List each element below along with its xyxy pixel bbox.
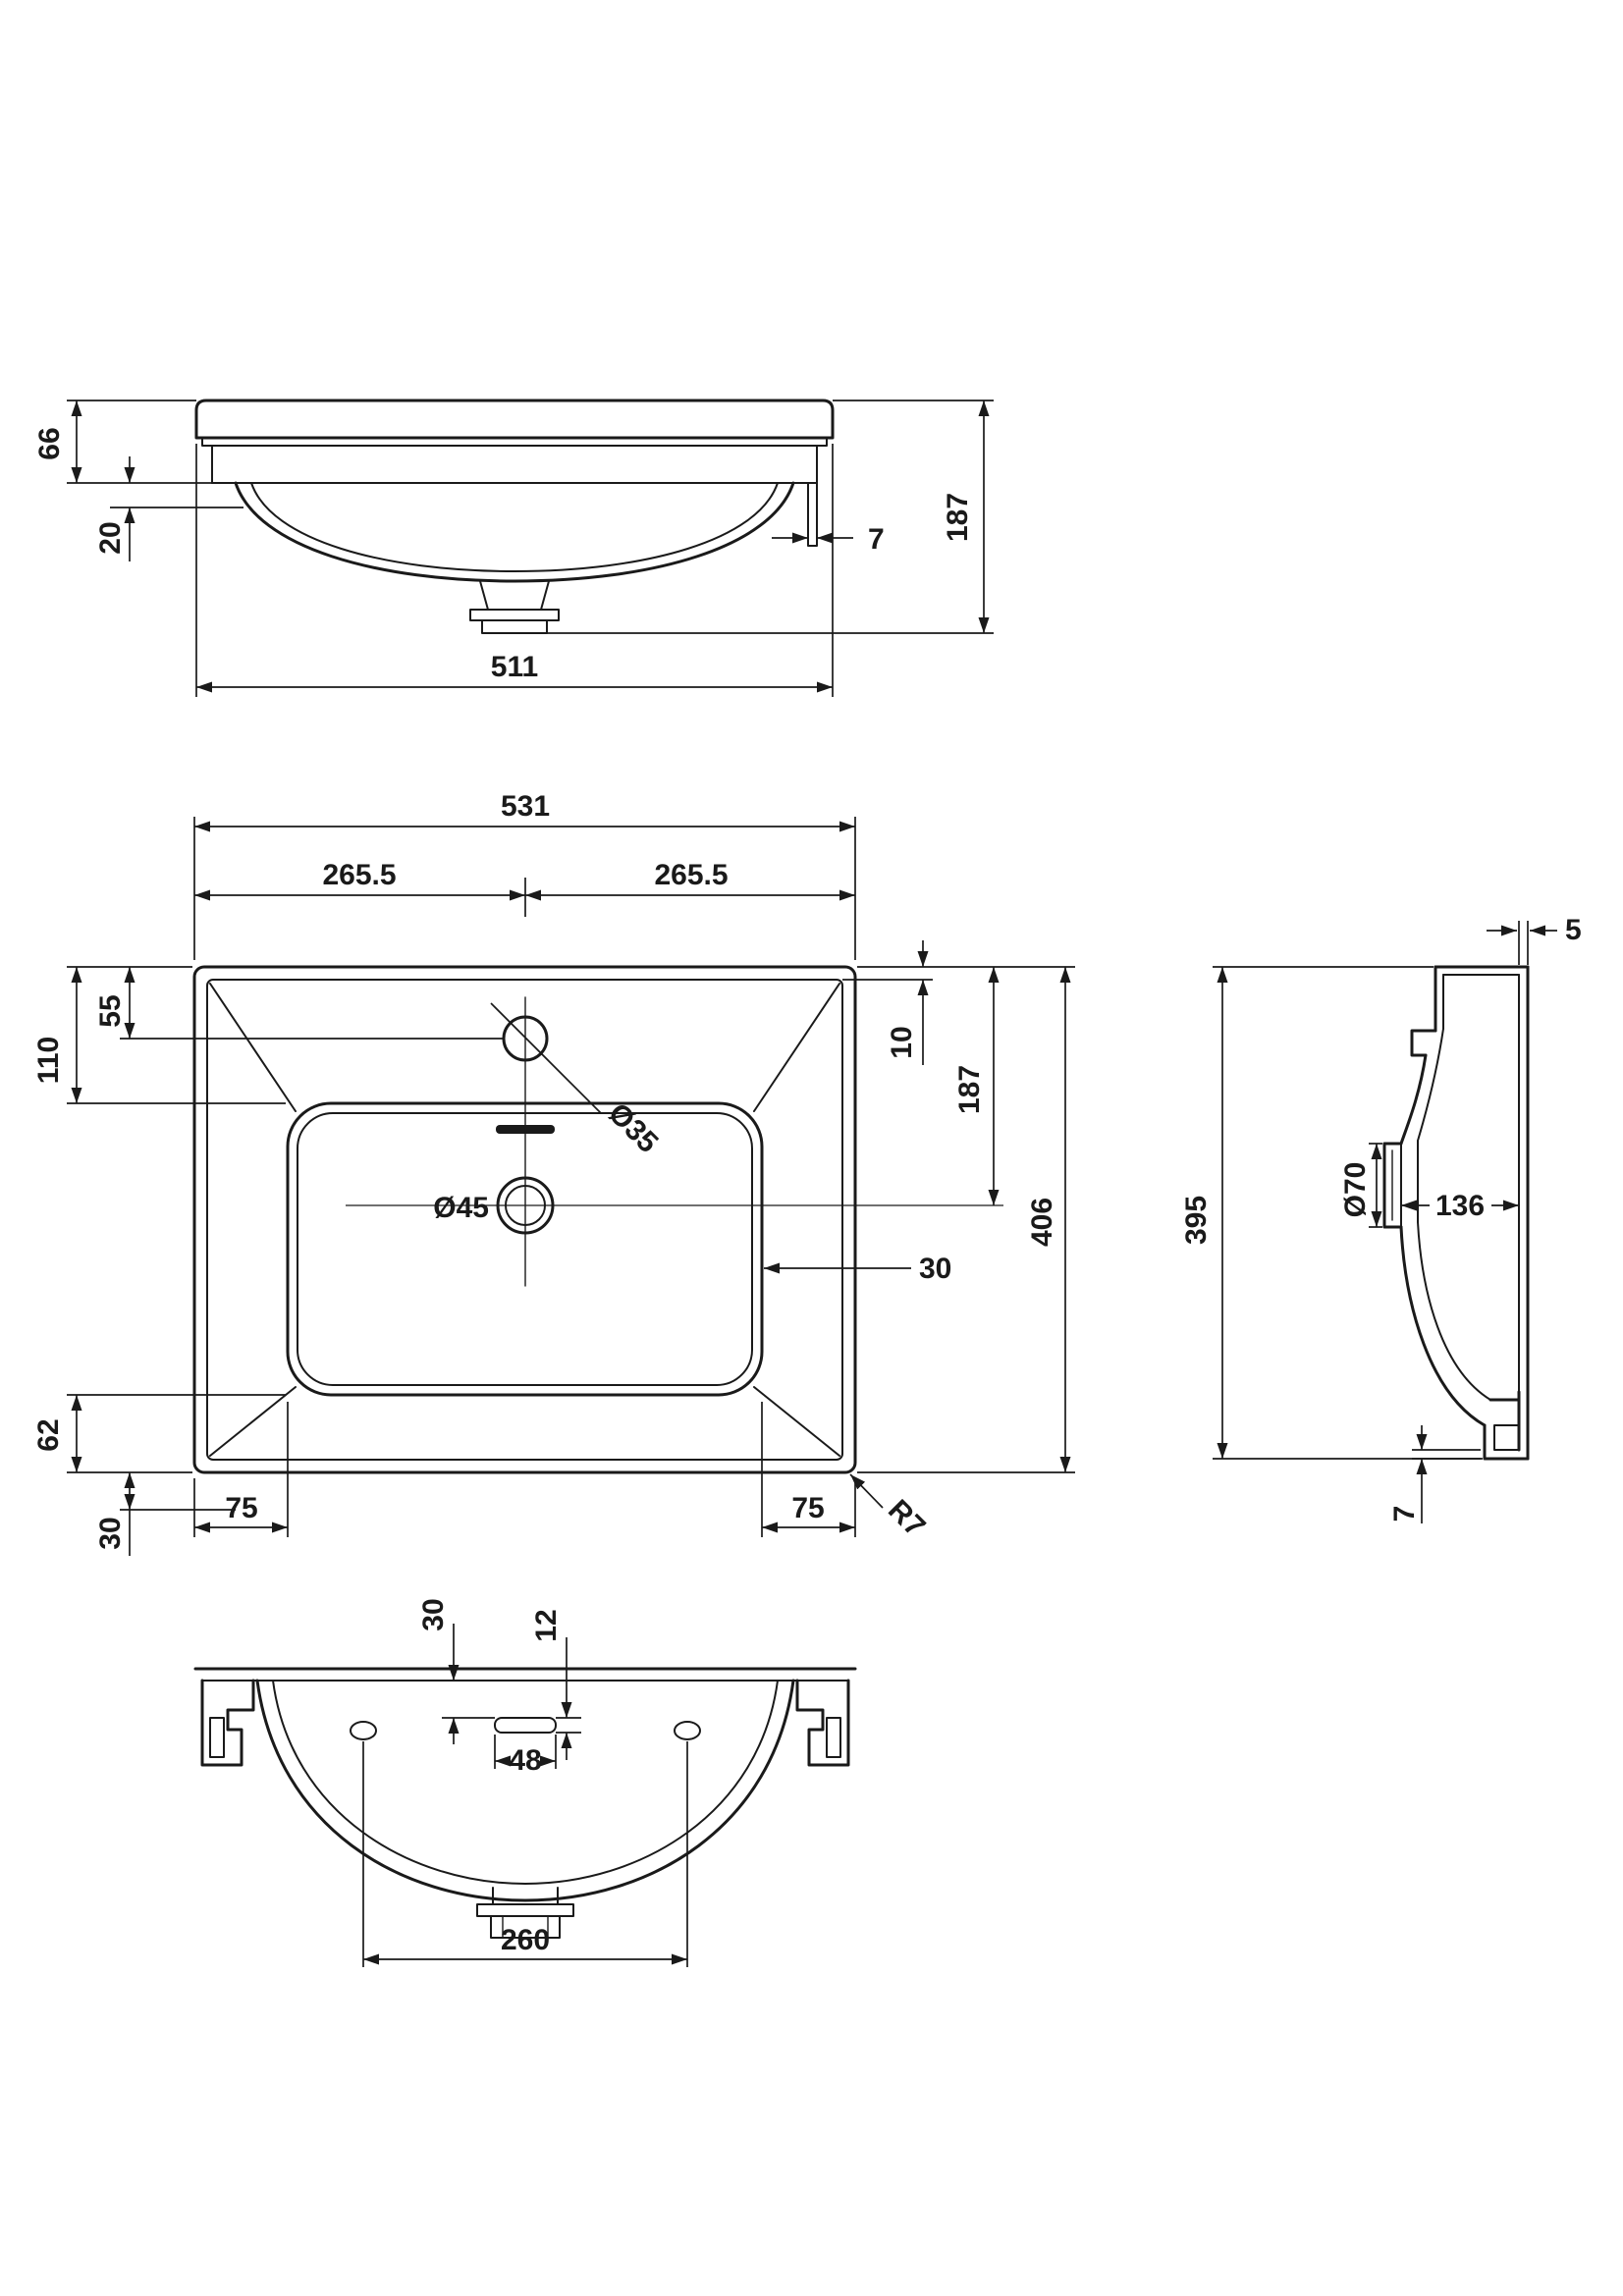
- dim-side-top-wall: 5: [1565, 914, 1582, 946]
- dim-front-wall: 7: [868, 523, 885, 556]
- front-view-outline-shape: [469, 609, 560, 621]
- dim-plan-center-left: 265.5: [322, 859, 396, 891]
- bottom-view-outline-shape: [200, 1679, 255, 1767]
- bottom-view-outline-shape: [492, 1887, 559, 1905]
- dim-plan-corner-radius: R7: [882, 1494, 931, 1543]
- dim-plan-bowl-bottom: 62: [32, 1418, 65, 1451]
- dim-bottom-slot-height: 12: [530, 1609, 563, 1641]
- bottom-view-outline-shape: [826, 1717, 841, 1758]
- side-view-outline-shape: [1399, 1053, 1428, 1146]
- side-view-outline-shape: [1410, 1029, 1437, 1057]
- dim-bottom-slot-offset: 30: [417, 1598, 450, 1630]
- front-view-outline-shape: [807, 482, 818, 547]
- plan-view-outline-shape: [192, 965, 857, 1474]
- dim-side-height: 395: [1180, 1196, 1213, 1245]
- front-view-outline-shape: [479, 580, 550, 611]
- dim-side-overflow-dia: Ø70: [1339, 1162, 1372, 1218]
- front-view-outline-shape: [234, 481, 795, 583]
- side-view-outline-shape: [1483, 1390, 1530, 1461]
- dim-plan-overflow-offset: 110: [32, 1037, 65, 1084]
- side-view-dimensions: 5 395 Ø70 136 7: [1180, 914, 1582, 1523]
- plan-view-outline-shape: [209, 983, 840, 1457]
- dim-front-lip: 20: [94, 521, 127, 554]
- dim-plan-bottom-rim: 30: [94, 1517, 127, 1549]
- dim-plan-waste-center: 187: [953, 1065, 986, 1114]
- side-view-outline-shape: [1382, 1142, 1403, 1229]
- side-view-outline-shape: [1417, 1221, 1491, 1401]
- plan-view-dimensions: 531 265.5 265.5 110 55 10 187 406: [32, 790, 1075, 1556]
- overflow-slot-bottom: [494, 1717, 557, 1734]
- plan-view-outline: [192, 965, 857, 1474]
- bottom-view-outline-shape: [209, 1717, 225, 1758]
- bottom-view-outline-shape: [795, 1679, 850, 1767]
- dim-plan-rim-edge: 10: [886, 1026, 918, 1058]
- dim-plan-center-right: 265.5: [654, 859, 728, 891]
- side-view-outline-shape: [1493, 1424, 1520, 1451]
- bottom-view-outline-shape: [272, 1680, 779, 1885]
- bottom-view-dimensions: 30 12 48 260: [362, 1598, 688, 1967]
- front-view-outline: [194, 399, 835, 634]
- dim-side-inner-width: 136: [1435, 1190, 1485, 1222]
- bottom-view-outline: [193, 1667, 857, 1939]
- front-view-outline-shape: [250, 482, 779, 572]
- bottom-view-outline-shape: [476, 1903, 574, 1917]
- dim-bottom-slot-width: 48: [509, 1744, 541, 1777]
- dim-front-rim-height: 66: [33, 427, 66, 459]
- side-view-outline-shape: [1417, 1028, 1444, 1142]
- bottom-view-outline-shape: [502, 1915, 549, 1939]
- front-view-dimensions: 66 20 7 187 511: [33, 400, 994, 697]
- side-view-outline: [1382, 965, 1530, 1461]
- side-view: 5 395 Ø70 136 7: [1180, 914, 1582, 1523]
- dim-plan-tap-dia: Ø35: [602, 1097, 664, 1159]
- side-view-outline-shape: [1399, 1225, 1487, 1427]
- dim-plan-width: 531: [501, 790, 550, 823]
- front-view-outline-shape: [201, 437, 828, 447]
- dim-side-base: 7: [1388, 1506, 1421, 1522]
- plan-view-dimensions-shape: [849, 1473, 884, 1509]
- dim-plan-depth: 406: [1026, 1198, 1058, 1247]
- dim-front-height: 187: [942, 493, 974, 542]
- plan-view-dimensions-shape: [490, 1002, 602, 1114]
- bottom-view-outline-shape: [490, 1915, 561, 1939]
- dim-plan-waste-dia: Ø45: [433, 1192, 489, 1224]
- fixing-hole-right: [674, 1721, 701, 1740]
- dim-front-width: 511: [491, 651, 538, 683]
- fixing-hole-left: [350, 1721, 377, 1740]
- dim-plan-bowl-left: 75: [225, 1492, 257, 1524]
- bottom-view-outline-shape: [255, 1679, 795, 1902]
- front-view: 66 20 7 187 511: [33, 399, 994, 697]
- plan-view: 531 265.5 265.5 110 55 10 187 406: [32, 790, 1075, 1556]
- bottom-view: 30 12 48 260: [193, 1598, 857, 1967]
- plan-view-outline-shape: [206, 979, 843, 1461]
- front-view-outline-shape: [194, 399, 835, 440]
- dim-plan-tap-offset: 55: [94, 994, 127, 1027]
- dim-plan-bowl-right: 75: [791, 1492, 824, 1524]
- front-view-outline-shape: [481, 619, 548, 634]
- dim-plan-rim-width: 30: [919, 1253, 951, 1285]
- dim-bottom-fixing-centers: 260: [501, 1924, 550, 1956]
